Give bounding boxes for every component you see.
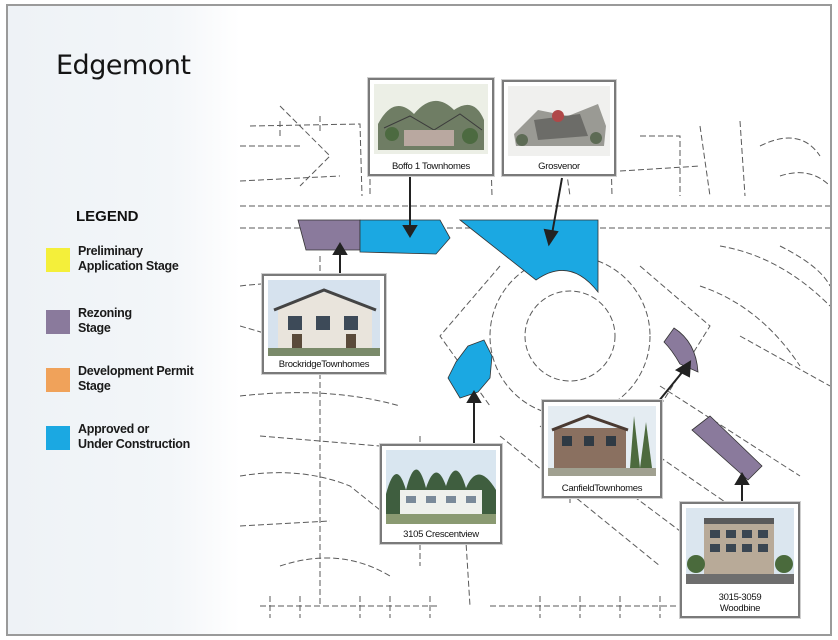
legend-label-approved: Approved or Under Construction (78, 422, 190, 451)
card-brockridge-townhomes: BrockridgeTownhomes (262, 274, 386, 374)
legend-label-preliminary: Preliminary Application Stage (78, 244, 179, 273)
crescentview-rendering-image (386, 450, 496, 524)
arrow-head-canfield (674, 360, 692, 378)
arrow-head-boffo (402, 225, 418, 238)
slide-frame: Edgemont LEGEND Preliminary Application … (6, 4, 832, 636)
woodbine-rendering-image (686, 508, 794, 584)
boffo-rendering-image (374, 84, 488, 154)
card-canfield-townhomes: CanfieldTownhomes (542, 400, 662, 498)
parcel-crescentview (447, 339, 493, 399)
development-parcels (297, 219, 763, 481)
canfield-rendering-image (548, 406, 656, 476)
caption-canfield-townhomes: CanfieldTownhomes (561, 483, 643, 494)
parcel-boffo-townhomes (359, 219, 451, 255)
legend-item-rezoning: Rezoning Stage (46, 306, 246, 350)
caption-crescentview: 3105 Crescentview (403, 529, 479, 540)
callout-arrows (332, 176, 750, 502)
arrow-head-woodbine (734, 472, 750, 485)
card-woodbine: 3015-3059 Woodbine (680, 502, 800, 618)
arrow-head-crescentview (466, 390, 482, 403)
legend-swatch-approved (46, 426, 70, 450)
legend-swatch-preliminary (46, 248, 70, 272)
parcel-canfield-townhomes (663, 327, 699, 373)
caption-woodbine: 3015-3059 Woodbine (718, 592, 762, 614)
grosvenor-rendering-image (508, 86, 610, 156)
legend-label-rezoning: Rezoning Stage (78, 306, 132, 335)
legend-heading: LEGEND (76, 208, 139, 225)
card-crescentview: 3105 Crescentview (380, 444, 502, 544)
legend-swatch-development-permit (46, 368, 70, 392)
parcel-woodbine (691, 415, 763, 481)
legend-item-development-permit: Development Permit Stage (46, 364, 246, 408)
parcel-grosvenor (458, 219, 599, 294)
arrow-grosvenor (551, 177, 563, 235)
legend-swatch-rezoning (46, 310, 70, 334)
caption-boffo-townhomes: Boffo 1 Townhomes (392, 161, 470, 172)
arrow-canfield (657, 369, 685, 403)
legend-item-preliminary: Preliminary Application Stage (46, 244, 246, 288)
brockridge-photo-image (268, 280, 380, 356)
legend-panel: Edgemont LEGEND Preliminary Application … (8, 6, 240, 634)
arrow-head-grosvenor (543, 228, 559, 247)
legend-item-approved: Approved or Under Construction (46, 422, 246, 466)
card-boffo-townhomes: Boffo 1 Townhomes (368, 78, 494, 176)
page-title: Edgemont (56, 50, 191, 81)
caption-brockridge-townhomes: BrockridgeTownhomes (278, 359, 370, 370)
parcel-brockridge-townhomes (297, 219, 361, 251)
neighbourhood-map: Boffo 1 Townhomes Grosvenor (240, 6, 830, 634)
legend-label-development-permit: Development Permit Stage (78, 364, 194, 393)
caption-grosvenor: Grosvenor (538, 161, 580, 172)
card-grosvenor: Grosvenor (502, 80, 616, 176)
arrow-head-brockridge (332, 242, 348, 255)
